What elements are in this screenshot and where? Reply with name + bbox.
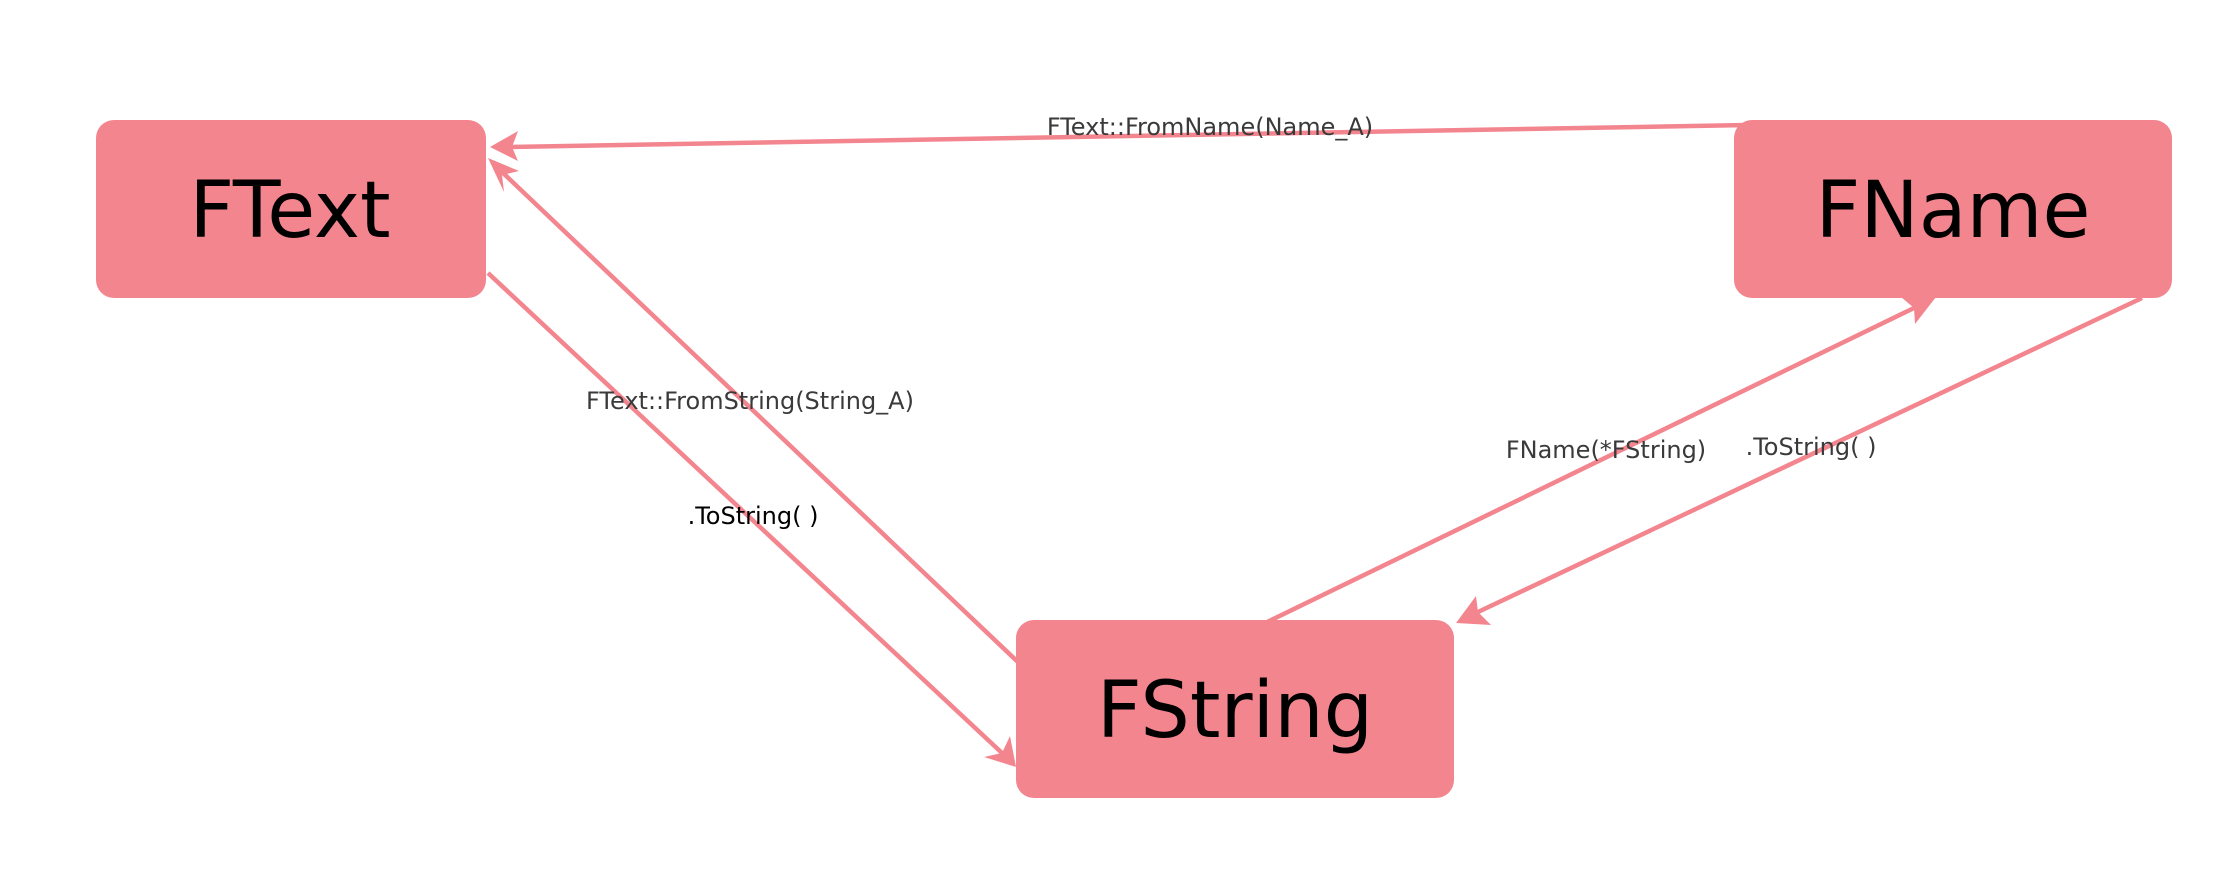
node-ftext-label: FText: [189, 166, 390, 256]
edge-label-fname-to-ftext: FText::FromName(Name_A): [1047, 113, 1373, 141]
edge-fstring-to-fname: [1262, 297, 1936, 627]
edge-fname-to-fstring: [1456, 295, 2143, 625]
node-fname-label: FName: [1816, 166, 2091, 256]
edge-label-ftext-to-fstring: .ToString( ): [688, 502, 819, 530]
arrowhead-icon: [490, 131, 518, 161]
arrowhead-icon: [984, 736, 1016, 767]
node-fname: FName: [1734, 120, 2172, 298]
node-fstring: FString: [1016, 620, 1454, 798]
edge-ftext-to-fstring: [486, 271, 1016, 767]
edge-fstring-to-ftext: [488, 158, 1022, 666]
edge-label-fstring-to-fname: FName(*FString): [1506, 436, 1706, 464]
arrowhead-icon: [1456, 596, 1491, 625]
arrowhead-icon: [1901, 297, 1936, 324]
node-ftext: FText: [96, 120, 486, 298]
edge-label-fstring-to-ftext: FText::FromString(String_A): [586, 387, 914, 415]
arrowhead-icon: [488, 158, 519, 192]
edge-fname-to-ftext: [490, 122, 1749, 161]
node-fstring-label: FString: [1097, 666, 1373, 756]
edge-label-fname-to-fstring: .ToString( ): [1746, 433, 1877, 461]
